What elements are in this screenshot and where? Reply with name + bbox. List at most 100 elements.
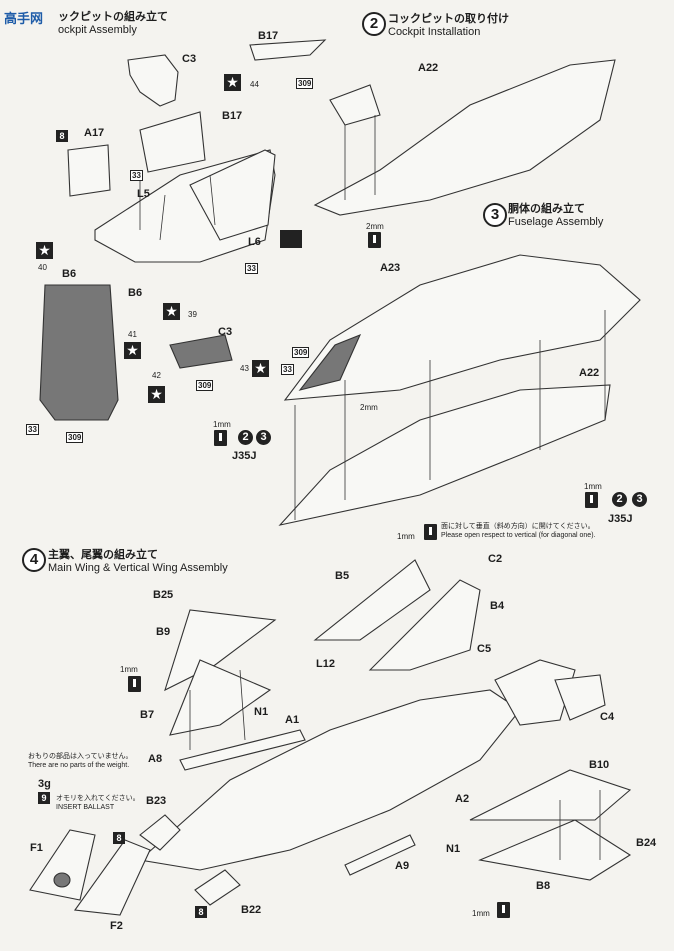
nose-f2-drawing xyxy=(74,839,151,916)
drill-1mm-label-d: 1mm xyxy=(120,665,138,674)
color-309-c: 309 xyxy=(196,380,214,391)
step1-title-en: ockpit Assembly xyxy=(58,24,137,36)
star-icon-4: ★ xyxy=(163,303,180,320)
drill-icon-5 xyxy=(128,676,141,692)
step3-title-en: Fuselage Assembly xyxy=(508,216,604,228)
guide-lines-4 xyxy=(189,669,601,860)
part-c4-drawing xyxy=(554,674,606,721)
label-b5: B5 xyxy=(335,570,350,582)
guide-lines-3 xyxy=(294,310,606,520)
label-c3: C3 xyxy=(182,53,197,65)
color-33-a: 33 xyxy=(130,170,143,181)
label-b6-a: B6 xyxy=(128,287,143,299)
label-b17: B17 xyxy=(222,110,243,122)
label-a2: A2 xyxy=(455,793,470,805)
color-3-a: 3 xyxy=(256,430,271,445)
label-c4: C4 xyxy=(600,711,615,723)
tail-b5-drawing xyxy=(313,559,431,641)
drill-note-jp: 面に対して垂直（斜め方向）に開けてください。 xyxy=(441,523,595,530)
part-b17-panel-drawing xyxy=(139,111,206,173)
label-f2: F2 xyxy=(110,920,123,932)
color-8-b: 8 xyxy=(113,832,125,844)
color-2-a: 2 xyxy=(238,430,253,445)
label-b8: B8 xyxy=(536,880,551,892)
label-b4: B4 xyxy=(490,600,505,612)
decal-41: 41 xyxy=(128,330,137,339)
site-watermark: 高手网 xyxy=(4,11,44,26)
step2-number: 2 xyxy=(362,12,386,36)
j35j-a: J35J xyxy=(232,450,257,462)
fuselage-lower-drawing-2 xyxy=(313,59,616,216)
drill-icon-3 xyxy=(585,492,598,508)
fuselage-upper-drawing xyxy=(283,254,641,401)
weight-note: おもりの部品は入っていません。 There are no parts of th… xyxy=(28,752,132,770)
glue-icon xyxy=(280,230,302,248)
star-icon-5: ★ xyxy=(148,386,165,403)
label-b9: B9 xyxy=(156,626,171,638)
step4-title-jp: 主翼、尾翼の組み立て xyxy=(48,549,158,561)
star-icon-3: ★ xyxy=(124,342,141,359)
step1-header: ックピットの組み立て ockpit Assembly xyxy=(58,8,168,36)
label-a17: A17 xyxy=(84,127,105,139)
label-l5: L5 xyxy=(137,188,150,200)
color-33-d: 33 xyxy=(281,364,294,375)
decal-40: 40 xyxy=(38,263,47,272)
weight-note-en: There are no parts of the weight. xyxy=(28,762,130,769)
wing-b8-drawing xyxy=(478,819,632,881)
drill-icon-6 xyxy=(497,902,510,918)
drill-2mm-label: 2mm xyxy=(366,222,384,231)
label-a23: A23 xyxy=(380,262,401,274)
label-a22-b: A22 xyxy=(579,367,600,379)
drill-note: 面に対して垂直（斜め方向）に開けてください。 Please open respe… xyxy=(441,522,595,540)
part-c3-seat-drawing xyxy=(127,54,179,107)
color-8-c: 8 xyxy=(195,906,207,918)
label-b17-top: B17 xyxy=(258,30,279,42)
part-a17-console-drawing xyxy=(67,144,111,197)
step3-header: 胴体の組み立て Fuselage Assembly xyxy=(508,200,603,228)
wing-b7-drawing xyxy=(169,659,272,736)
drill-icon-4 xyxy=(424,524,437,540)
label-b6-b: B6 xyxy=(62,268,77,280)
intake-b22-drawing xyxy=(194,869,241,906)
label-c5: C5 xyxy=(477,643,492,655)
part-a9-drawing xyxy=(344,834,416,876)
part-b17-strip-drawing xyxy=(249,39,327,61)
label-c3-b: C3 xyxy=(218,326,233,338)
step4-title-en: Main Wing & Vertical Wing Assembly xyxy=(48,562,228,574)
part-b6-console-drawing xyxy=(39,284,119,421)
label-b25: B25 xyxy=(153,589,174,601)
part-a8-drawing xyxy=(179,729,306,771)
weight-note-jp: おもりの部品は入っていません。 xyxy=(28,753,133,760)
drill-1mm-label-c: 1mm xyxy=(397,532,415,541)
label-a9: A9 xyxy=(395,860,410,872)
guide-lines-1 xyxy=(139,174,216,241)
fuselage-lower-drawing-3 xyxy=(278,384,611,526)
label-l6: L6 xyxy=(248,236,261,248)
step3-number: 3 xyxy=(483,203,507,227)
step1-title-jp: ックピットの組み立て xyxy=(58,11,168,23)
star-icon-6: ★ xyxy=(252,360,269,377)
step4-number: 4 xyxy=(22,548,46,572)
instrument-panel-drawing xyxy=(169,334,233,369)
drill-1mm-label-b: 1mm xyxy=(584,482,602,491)
label-b24: B24 xyxy=(636,837,657,849)
color-309-b: 309 xyxy=(66,432,84,443)
decal-42: 42 xyxy=(152,371,161,380)
label-l12: L12 xyxy=(316,658,335,670)
color-3-b: 3 xyxy=(632,492,647,507)
drill-1mm-label-a: 1mm xyxy=(213,420,231,429)
color-309-d: 309 xyxy=(292,347,310,358)
label-b23: B23 xyxy=(146,795,167,807)
star-icon-2: ★ xyxy=(36,242,53,259)
wing-b10-drawing xyxy=(469,769,632,821)
cockpit-side-wall xyxy=(189,149,276,241)
ballast-note-en: INSERT BALLAST xyxy=(56,804,115,811)
drill-1mm-label-e: 1mm xyxy=(472,909,490,918)
j35j-b: J35J xyxy=(608,513,633,525)
color-33-c: 33 xyxy=(26,424,39,435)
label-a8: A8 xyxy=(148,753,163,765)
intake-b23-drawing xyxy=(139,814,181,851)
label-b7: B7 xyxy=(140,709,155,721)
label-a22-a: A22 xyxy=(418,62,439,74)
